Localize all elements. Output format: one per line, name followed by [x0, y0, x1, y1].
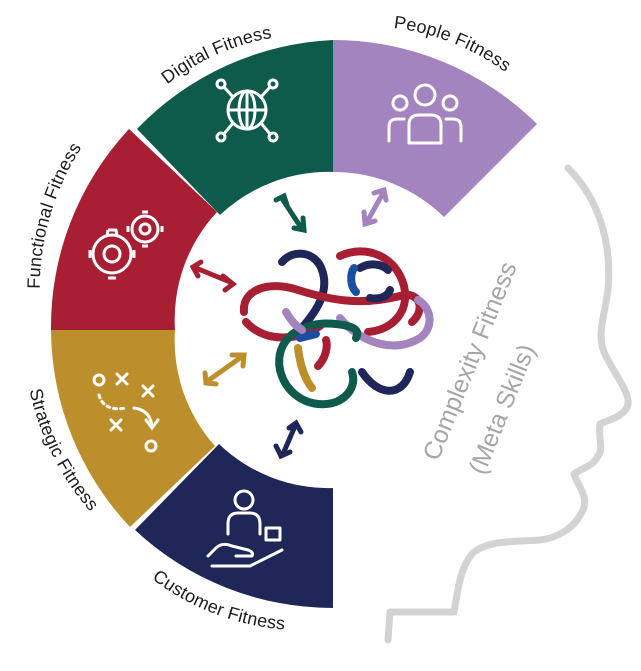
- functional-fitness-segment: [50, 129, 217, 330]
- customer-hand-icon: [206, 489, 284, 568]
- gears-icon: [88, 210, 164, 280]
- functional-arrow-icon: [189, 259, 238, 293]
- knot-icon: [239, 247, 434, 409]
- people-fitness-segment: [333, 40, 537, 217]
- people-arrow-icon: [361, 186, 389, 228]
- head-outline: [384, 164, 632, 644]
- strategic-fitness-segment: [51, 330, 215, 527]
- customer-fitness-segment: [135, 444, 333, 609]
- globe-network-icon: [215, 78, 279, 143]
- group-icon: [387, 83, 463, 145]
- digital-arrow-icon: [273, 192, 307, 234]
- strategy-play-icon: [92, 372, 160, 453]
- arrows-group: [189, 186, 389, 460]
- customer-arrow-icon: [273, 419, 304, 460]
- digital-fitness-segment: [137, 40, 333, 215]
- strategic-arrow-icon: [202, 352, 247, 387]
